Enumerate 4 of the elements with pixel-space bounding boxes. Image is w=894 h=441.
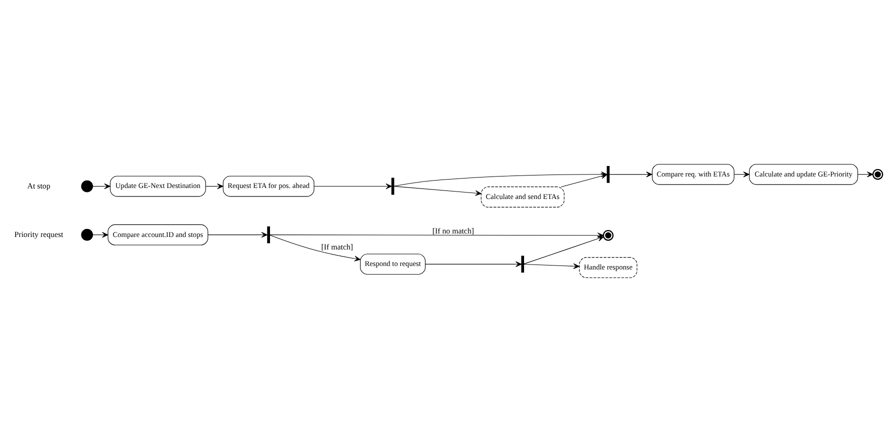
- label: Priority request: [14, 229, 64, 238]
- edge-label: [If match]: [321, 242, 354, 252]
- label: At stop: [27, 180, 50, 190]
- edge-label: [If no match]: [432, 226, 474, 235]
